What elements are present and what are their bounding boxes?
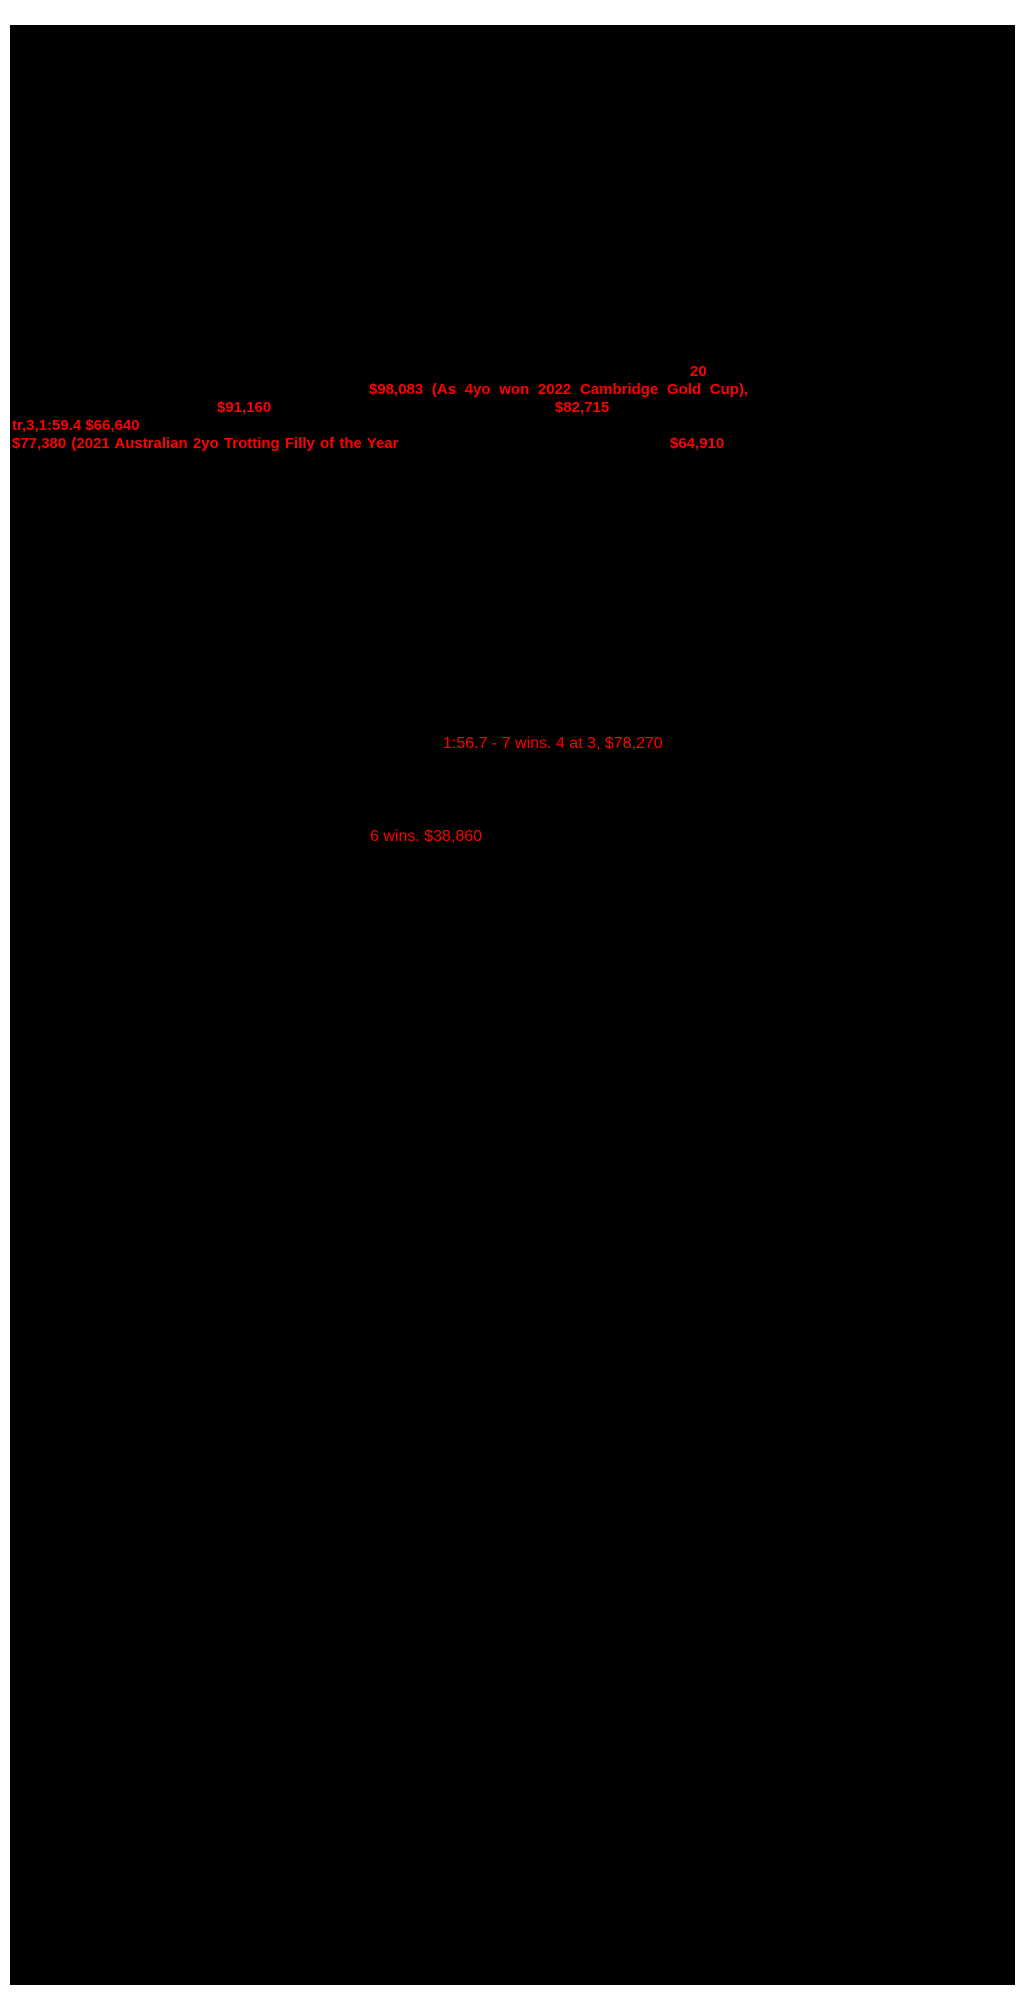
highlight-earnings-82715: $82,715 [555,399,610,416]
highlight-earnings-77380: $77,380 (2021 Australian 2yo Trotting Fi… [12,435,399,452]
highlight-line1-right: 20 [690,363,707,380]
highlight-earnings-91160: $91,160 [217,399,272,416]
highlight-mid-note: 1:56.7 - 7 wins. 4 at 3, $78,270 [443,735,663,752]
highlight-earnings-64910: $64,910 [670,435,725,452]
highlight-earnings-98083: $98,083 (As 4yo won 2022 Cambridge Gold … [369,381,749,398]
highlight-record-66640: tr,3,1:59.4 $66,640 [12,417,140,434]
highlight-lower-note: 6 wins. $38,860 [370,828,483,845]
pedigree-document: 20 $98,083 (As 4yo won 2022 Cambridge Go… [10,25,1015,1985]
